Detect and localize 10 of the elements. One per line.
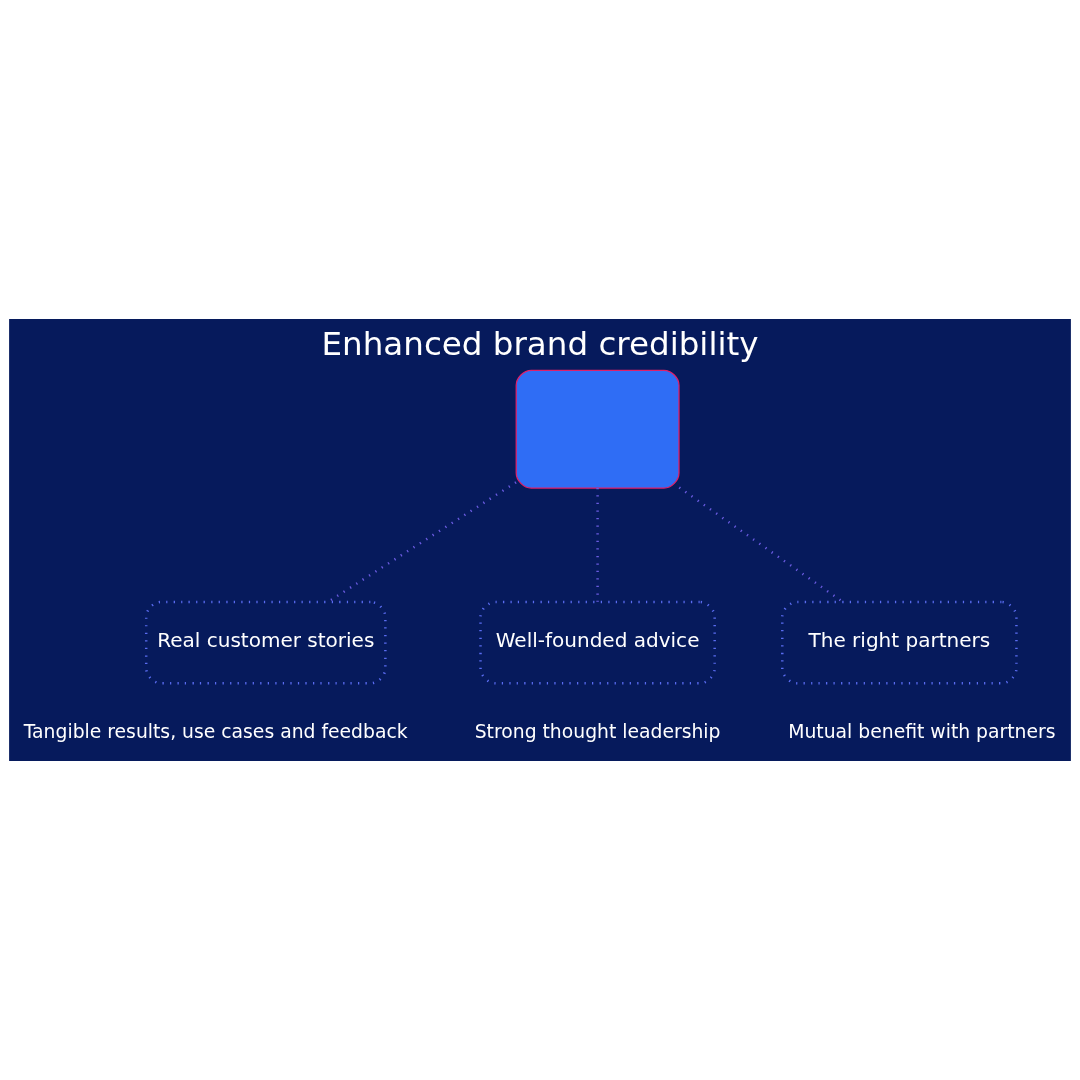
node-box: Real customer stories — [144, 600, 387, 685]
node-label: Tangible results, use cases and feedback — [23, 720, 408, 742]
diagram-title: Enhanced brand credibility — [321, 325, 759, 364]
node-box: Well-founded advice — [479, 600, 716, 685]
connector — [596, 488, 599, 602]
node-label: Mutual benefit with partners — [788, 720, 1056, 742]
node-label: Strong thought leadership — [474, 720, 721, 742]
node-box — [515, 369, 680, 489]
connector — [678, 486, 844, 603]
node-box: The right partners — [781, 600, 1018, 685]
